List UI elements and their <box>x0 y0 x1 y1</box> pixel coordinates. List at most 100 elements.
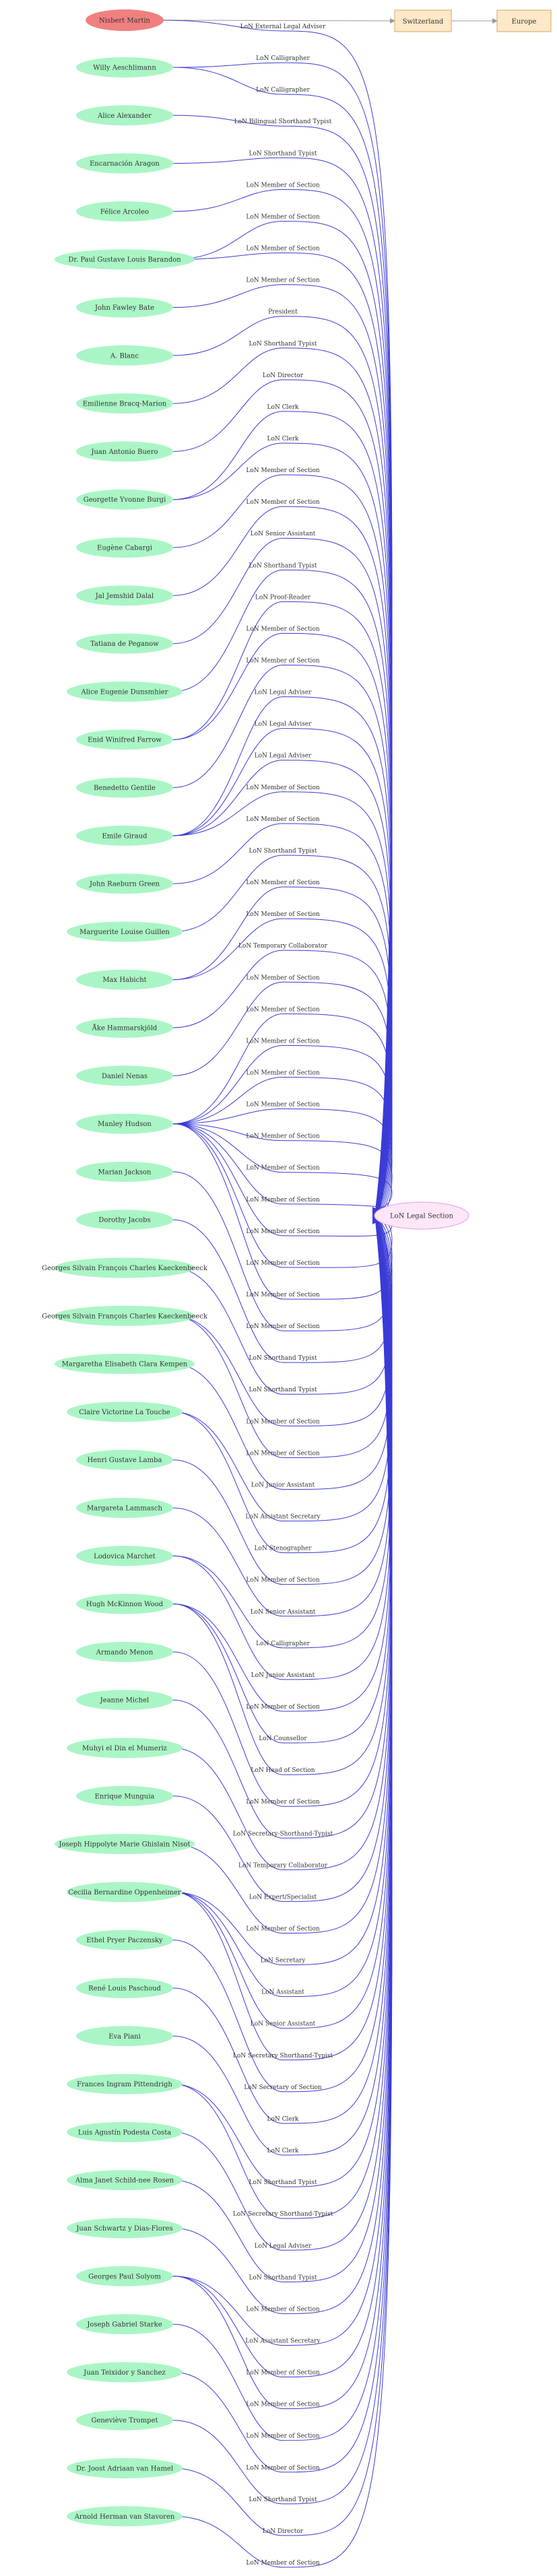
person-node[interactable]: Enid Winifred Farrow <box>76 729 173 750</box>
person-node-label: Hugh McKinnon Wood <box>86 1601 164 1608</box>
person-node[interactable]: Emilienne Bracq-Marion <box>76 393 173 414</box>
place-node-label: Europe <box>512 18 537 26</box>
person-node[interactable]: Georgette Yvonne Burgi <box>76 489 173 510</box>
edge-to-legal-section <box>172 1210 393 1807</box>
person-node-label: Geneviève Trompet <box>91 2417 158 2424</box>
edge-label: LoN Member of Section <box>246 213 320 220</box>
edge-to-legal-section <box>172 728 393 1218</box>
edge-label: LoN Member of Section <box>246 1704 320 1711</box>
person-node-label: Margaretha Elisabeth Clara Kempen <box>62 1361 188 1368</box>
person-node[interactable]: Joseph Gabriel Starke <box>76 2314 173 2335</box>
edge-label: LoN Member of Section <box>246 1926 320 1933</box>
focus-node[interactable]: Nisbert Martin <box>86 9 164 31</box>
person-node[interactable]: A. Blanc <box>76 345 173 366</box>
person-node[interactable]: Eugène Cabargi <box>76 537 173 558</box>
person-node[interactable]: Dr. Paul Gustave Louis Barandon <box>55 249 195 270</box>
edge-label: LoN Secretary-Shorthand-Typist <box>233 1830 333 1837</box>
edge-to-legal-section <box>172 1216 393 2219</box>
edge-to-legal-section <box>172 1045 393 1220</box>
person-node[interactable]: Benedetto Gentile <box>76 777 173 798</box>
person-node[interactable]: Juan Schwartz y Dias-Flores <box>67 2218 183 2239</box>
person-node[interactable]: Hugh McKinnon Wood <box>76 1593 173 1614</box>
place-node-eu[interactable]: Europe <box>496 9 552 32</box>
person-node[interactable]: Félice Arcoleo <box>76 201 173 222</box>
person-node-label: Henri Gustave Lamba <box>88 1457 162 1464</box>
person-node[interactable]: Jal Jemshid Dalal <box>76 585 173 606</box>
person-node[interactable]: Willy Aeschlimann <box>76 57 173 77</box>
person-node[interactable]: Georges Paul Solyom <box>76 2266 173 2286</box>
person-node[interactable]: Alma Janet Schild-nee Rosen <box>67 2170 183 2191</box>
person-node[interactable]: Frances Ingram Pittendrigh <box>67 2074 183 2094</box>
person-node-label: Dorothy Jacobs <box>98 1217 150 1224</box>
edge-label: LoN Member of Section <box>246 1323 320 1330</box>
person-node[interactable]: Marian Jackson <box>76 1161 173 1182</box>
person-node[interactable]: Enrique Munguia <box>76 1785 173 1806</box>
person-node[interactable]: Arnold Herman van Stavoren <box>67 2506 183 2527</box>
edge-label: LoN Member of Section <box>246 626 320 632</box>
person-node[interactable]: Margareta Lammasch <box>76 1498 173 1518</box>
person-node[interactable]: Henri Gustave Lamba <box>76 1449 173 1470</box>
edge-to-legal-section <box>172 220 393 1222</box>
person-node[interactable]: Georges Silvain François Charles Kaecken… <box>42 1257 208 1278</box>
edge-label: President <box>268 309 298 316</box>
place-node-ch[interactable]: Switzerland <box>394 9 452 32</box>
person-node-label: Muhyi el Din el Mumeriz <box>82 1745 167 1752</box>
edge-label: LoN Shorthand Typist <box>249 2274 317 2281</box>
edge-label: LoN Member of Section <box>246 277 320 284</box>
person-node[interactable]: Jeanne Michel <box>76 1690 173 1711</box>
person-node[interactable]: Alice Eugenie Dunsmhier <box>67 681 183 702</box>
edge-label: LoN Member of Section <box>246 182 320 189</box>
person-node[interactable]: Geneviève Trompet <box>76 2410 173 2431</box>
edge-label: LoN Member of Section <box>246 2370 320 2377</box>
edge-label: LoN Member of Section <box>246 658 320 665</box>
person-node[interactable]: Juan Antonio Buero <box>76 441 173 462</box>
person-node[interactable]: John Raeburn Green <box>76 873 173 894</box>
person-node[interactable]: Tatiana de Peganow <box>76 633 173 654</box>
edge-label: LoN Bilingual Shorthand Typist <box>234 119 332 125</box>
person-node[interactable]: Muhyi el Din el Mumeriz <box>67 1738 183 1758</box>
edge-label: LoN Member of Section <box>246 975 320 981</box>
person-node-label: Claire Victorine La Touche <box>79 1409 170 1416</box>
edge-to-legal-section <box>172 442 393 1218</box>
person-node[interactable]: Margaretha Elisabeth Clara Kempen <box>55 1354 195 1375</box>
person-node[interactable]: Emile Giraud <box>76 825 173 846</box>
edge-label: LoN Director <box>263 2528 304 2535</box>
edge-label: LoN Proof-Reader <box>255 594 311 601</box>
person-node[interactable]: Juan Teixidor y Sanchez <box>67 2362 183 2383</box>
person-node-label: A. Blanc <box>110 352 139 360</box>
person-node[interactable]: Luis Agustín Podesta Costa <box>67 2121 183 2142</box>
person-node[interactable]: Ethel Pryer Paczensky <box>76 1929 173 1950</box>
legal-section-node[interactable]: LoN Legal Section <box>374 1201 469 1230</box>
person-node[interactable]: Claire Victorine La Touche <box>67 1401 183 1422</box>
place-node-label: Switzerland <box>403 18 444 26</box>
person-node-label: Luis Agustín Podesta Costa <box>78 2129 171 2136</box>
edge-label: LoN Shorthand Typist <box>249 1387 317 1393</box>
person-node[interactable]: Armando Menon <box>76 1641 173 1662</box>
person-node[interactable]: Alice Alexander <box>76 105 173 126</box>
person-node[interactable]: John Fawley Bate <box>76 297 173 318</box>
person-node[interactable]: Cecilia Bernardine Oppenheimer <box>67 1882 183 1903</box>
person-node[interactable]: Max Habicht <box>76 969 173 990</box>
person-node[interactable]: René Louis Paschoud <box>76 1978 173 1998</box>
person-node[interactable]: Daniel Nenas <box>76 1065 173 1086</box>
edge-to-legal-section <box>172 1013 393 1218</box>
person-node-label: Juan Antonio Buero <box>90 449 158 456</box>
person-node[interactable]: Dr. Joost Adriaan van Hamel <box>67 2458 183 2478</box>
edge-label: LoN Shorthand Typist <box>249 2497 317 2503</box>
person-node[interactable]: Eva Piani <box>76 2026 173 2047</box>
person-node[interactable]: Georges Silvain François Charles Kaecken… <box>42 1305 208 1326</box>
person-node[interactable]: Marguerite Louise Guillen <box>67 921 183 942</box>
edge-to-legal-section <box>172 950 393 1216</box>
edge-label: LoN Member of Section <box>246 1102 320 1109</box>
person-node-label: John Fawley Bate <box>94 304 154 312</box>
person-node[interactable]: Manley Hudson <box>76 1113 173 1134</box>
edge-label: LoN Clerk <box>267 404 300 411</box>
edge-label: LoN Member of Section <box>246 1197 320 1203</box>
person-node[interactable]: Lodovica Marchet <box>76 1546 173 1566</box>
person-node[interactable]: Åke Hammarskjöld <box>76 1018 173 1038</box>
person-node[interactable]: Encarnación Aragon <box>76 153 173 174</box>
edge-label: LoN Shorthand Typist <box>249 341 317 348</box>
person-node[interactable]: Joseph Hippolyte Marie Ghislain Nisot <box>55 1834 195 1855</box>
person-node[interactable]: Dorothy Jacobs <box>76 1210 173 1230</box>
